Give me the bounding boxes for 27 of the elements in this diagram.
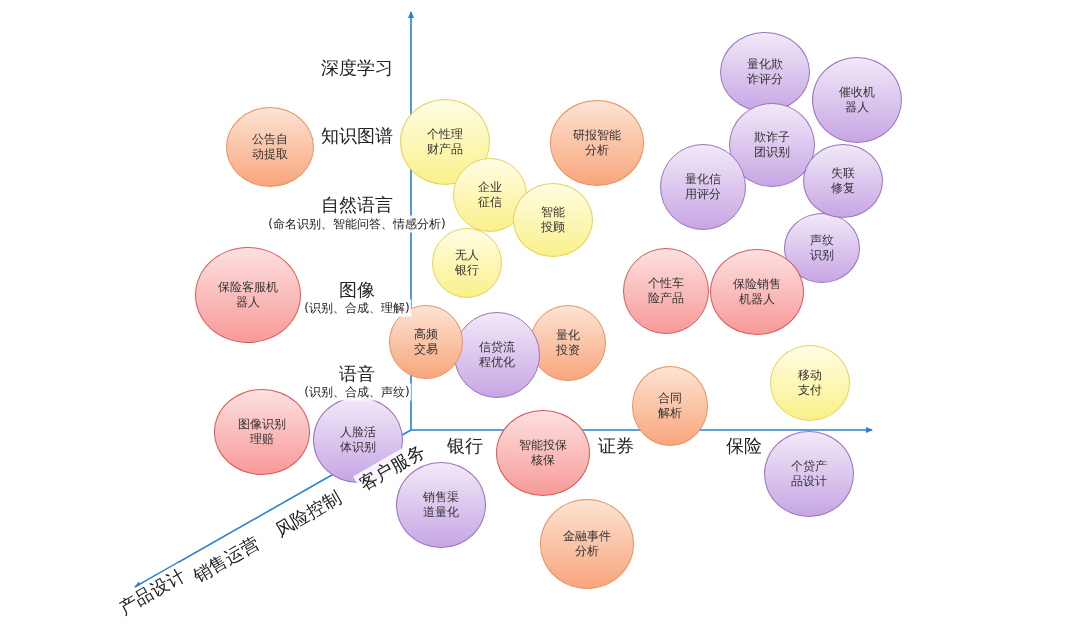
topic-bubble: 移动支付 bbox=[770, 345, 850, 421]
topic-bubble: 合同解析 bbox=[632, 366, 708, 446]
sector-label: 银行 bbox=[445, 434, 485, 458]
technology-label: 语音 bbox=[337, 362, 377, 386]
topic-bubble: 欺诈子团识别 bbox=[729, 103, 815, 187]
topic-bubble: 个性车险产品 bbox=[623, 248, 709, 334]
technology-label: 图像 bbox=[337, 278, 377, 302]
sector-label: 证券 bbox=[596, 434, 636, 458]
topic-bubble: 失联修复 bbox=[803, 144, 883, 218]
technology-note: (识别、合成、理解) bbox=[302, 299, 412, 317]
topic-bubble: 研报智能分析 bbox=[550, 100, 644, 186]
topic-bubble: 个贷产品设计 bbox=[764, 431, 854, 517]
topic-bubble: 金融事件分析 bbox=[540, 499, 634, 589]
topic-bubble: 信贷流程优化 bbox=[454, 312, 540, 398]
technology-note: (识别、合成、声纹) bbox=[302, 383, 412, 401]
topic-bubble: 智能投保核保 bbox=[496, 410, 590, 496]
topic-bubble: 量化投资 bbox=[530, 305, 606, 381]
topic-bubble: 公告自动提取 bbox=[226, 107, 314, 187]
topic-bubble: 催收机器人 bbox=[812, 57, 902, 143]
technology-note: (命名识别、智能问答、情感分析) bbox=[266, 215, 448, 233]
topic-bubble: 智能投顾 bbox=[513, 183, 593, 257]
topic-bubble: 保险客服机器人 bbox=[195, 247, 301, 343]
topic-bubble: 保险销售机器人 bbox=[710, 249, 804, 335]
topic-bubble: 声纹识别 bbox=[784, 213, 860, 283]
technology-label: 知识图谱 bbox=[319, 124, 395, 148]
topic-bubble: 量化信用评分 bbox=[660, 144, 746, 230]
sector-label: 保险 bbox=[724, 434, 764, 458]
